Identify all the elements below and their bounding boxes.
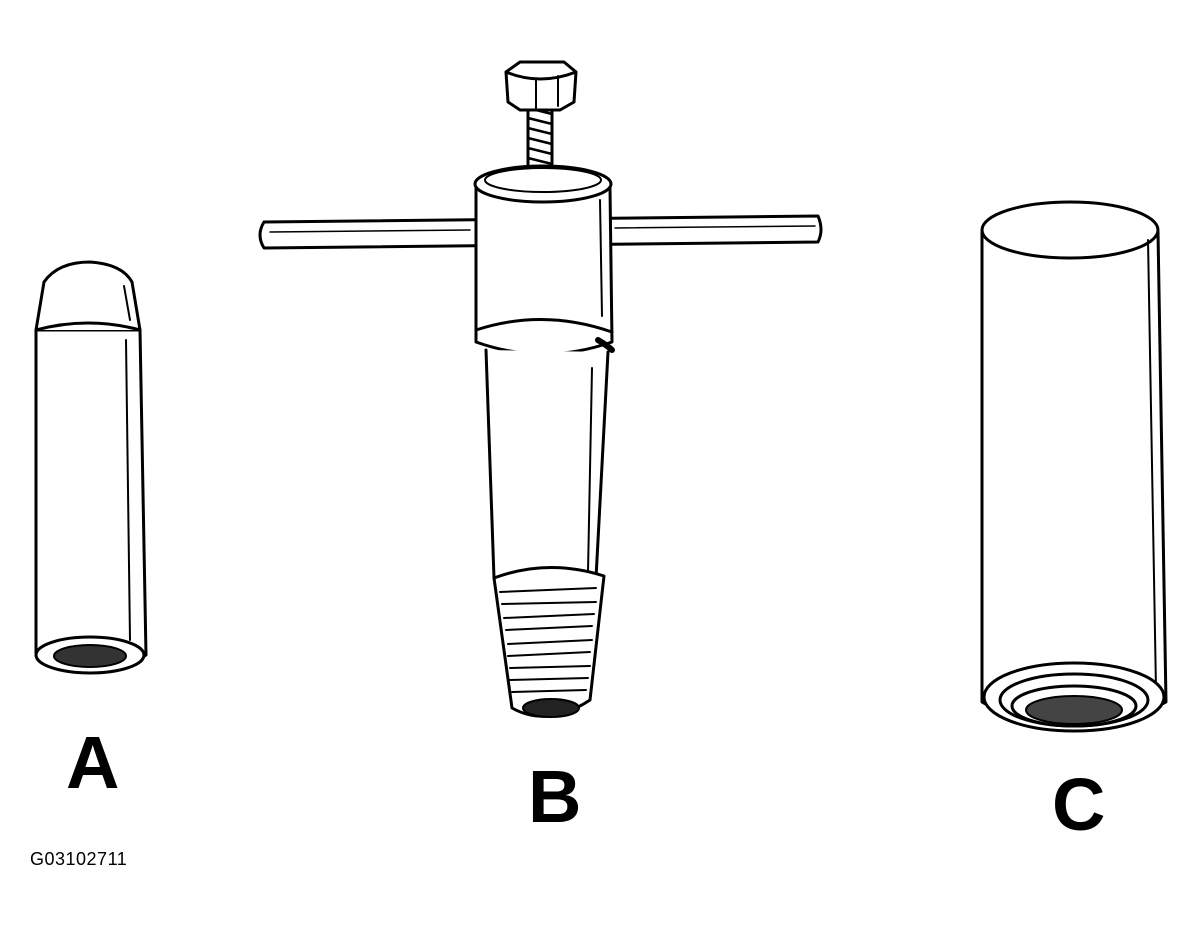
part-c-label: C (1052, 763, 1106, 846)
part-c-receiver-cylinder (980, 200, 1168, 733)
part-a-adapter-sleeve (34, 260, 148, 675)
part-b-t-handle-puller (258, 60, 823, 718)
figure-id-code: G03102711 (30, 849, 128, 869)
part-b-label: B (528, 755, 582, 838)
part-a-label: A (66, 721, 120, 804)
